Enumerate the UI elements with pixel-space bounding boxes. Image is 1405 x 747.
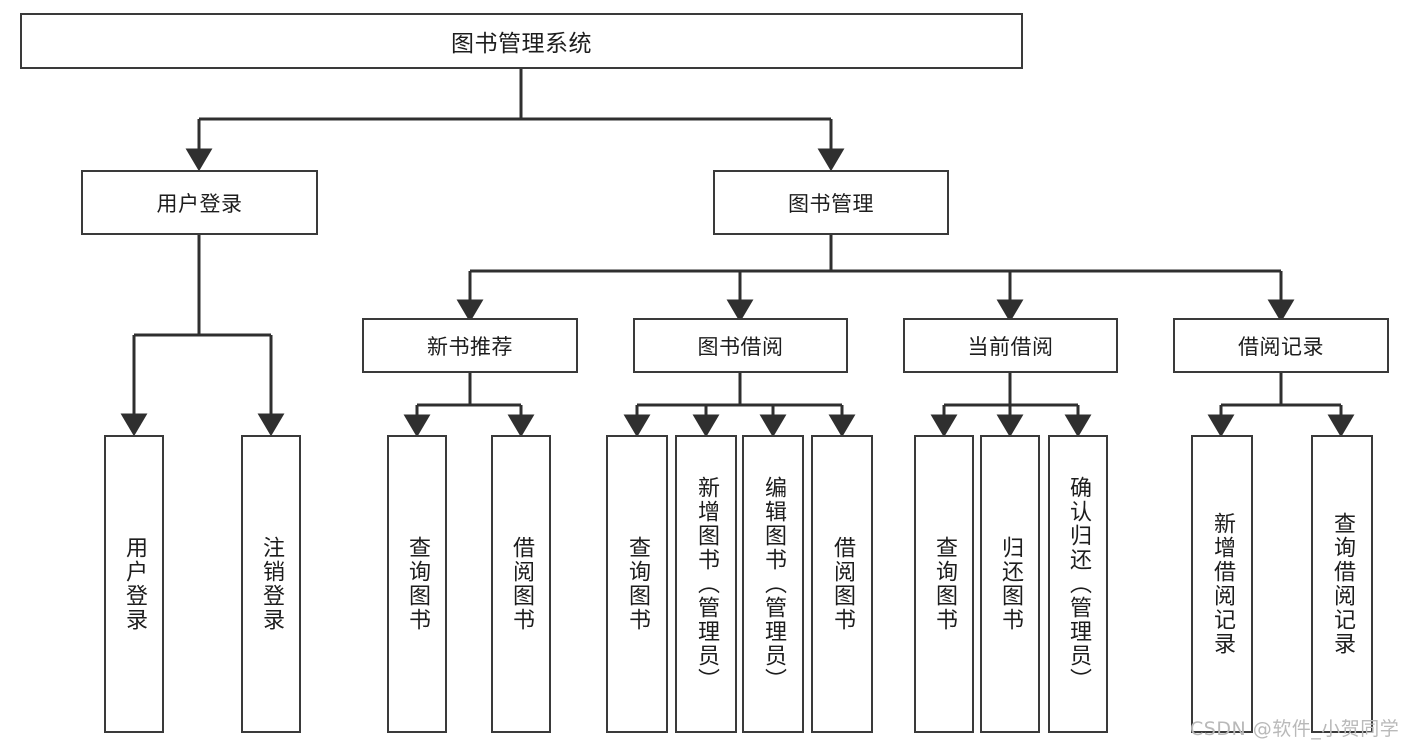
leaf-add-borrow-record[interactable]: 新增借阅记录: [1191, 435, 1253, 733]
leaf-query-book-recommend[interactable]: 查询图书: [387, 435, 447, 733]
node-root-system[interactable]: 图书管理系统: [20, 13, 1023, 69]
node-book-management[interactable]: 图书管理: [713, 170, 949, 235]
leaf-query-borrow-record[interactable]: 查询借阅记录: [1311, 435, 1373, 733]
leaf-borrow-book[interactable]: 借阅图书: [811, 435, 873, 733]
leaf-query-book-current[interactable]: 查询图书: [914, 435, 974, 733]
leaf-add-book-admin[interactable]: 新增图书（管理员）: [675, 435, 737, 733]
node-borrow-record[interactable]: 借阅记录: [1173, 318, 1389, 373]
leaf-borrow-book-recommend[interactable]: 借阅图书: [491, 435, 551, 733]
node-new-book-recommend[interactable]: 新书推荐: [362, 318, 578, 373]
leaf-edit-book-admin[interactable]: 编辑图书（管理员）: [742, 435, 804, 733]
leaf-query-book-borrow[interactable]: 查询图书: [606, 435, 668, 733]
node-book-borrow[interactable]: 图书借阅: [633, 318, 848, 373]
leaf-return-book[interactable]: 归还图书: [980, 435, 1040, 733]
leaf-user-login[interactable]: 用户登录: [104, 435, 164, 733]
csdn-watermark: CSDN @软件_小贺同学: [1190, 718, 1400, 740]
leaf-logout[interactable]: 注销登录: [241, 435, 301, 733]
node-current-borrow[interactable]: 当前借阅: [903, 318, 1118, 373]
leaf-confirm-return-admin[interactable]: 确认归还（管理员）: [1048, 435, 1108, 733]
node-user-login[interactable]: 用户登录: [81, 170, 318, 235]
